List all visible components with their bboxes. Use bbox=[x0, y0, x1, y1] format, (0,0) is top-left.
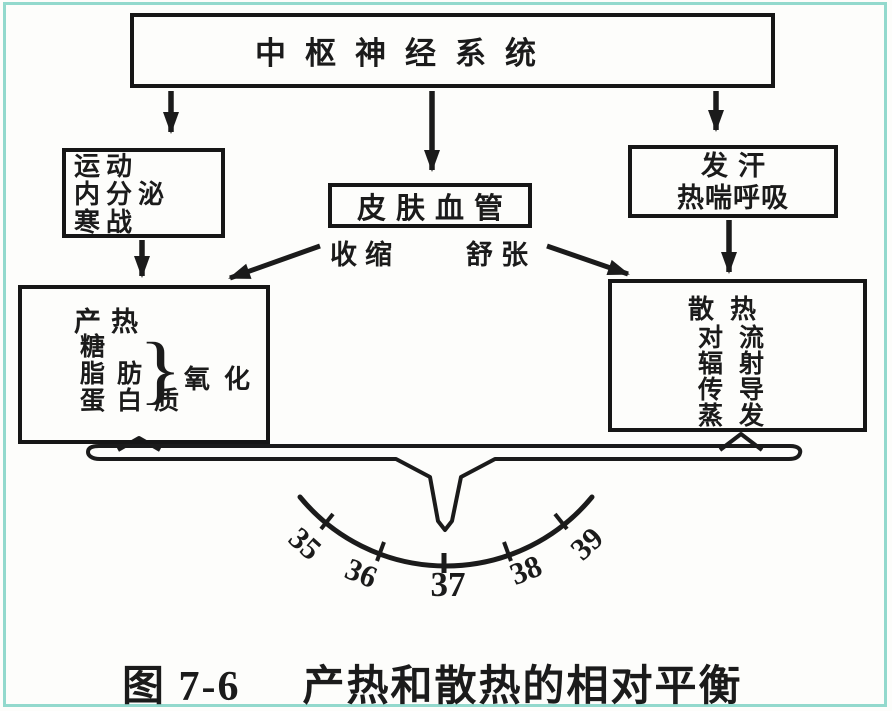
dissipation-mode-item: 传导 bbox=[698, 377, 781, 404]
scale-label-39: 39 bbox=[563, 520, 610, 567]
cns-label: 中枢神经系统 bbox=[255, 36, 555, 71]
tick-39 bbox=[553, 512, 569, 531]
dissipation-mode-item: 对流 bbox=[698, 325, 781, 352]
node-heat-dissipation: 散热 对流 辐射 传导 蒸发 bbox=[608, 279, 867, 432]
node-heat-production: 产热 糖 脂肪 蛋白质 } 氧化 bbox=[18, 285, 270, 444]
node-left-effectors: 运动 内分泌 寒战 bbox=[62, 148, 225, 238]
label-vasoconstriction: 收缩 bbox=[330, 240, 400, 270]
heat-production-title: 产热 bbox=[74, 307, 148, 337]
right-effector-line: 发汗 bbox=[701, 150, 775, 181]
balance-foot-left bbox=[117, 436, 161, 452]
oxidation-label: 氧化 bbox=[184, 365, 265, 394]
node-central-nervous-system: 中枢神经系统 bbox=[130, 13, 775, 88]
tick-38 bbox=[502, 541, 513, 562]
scale-label-37: 37 bbox=[431, 565, 466, 604]
tick-35 bbox=[319, 512, 335, 531]
dissipation-mode-item: 蒸发 bbox=[698, 403, 781, 430]
figure-caption: 图 7-6 产热和散热的相对平衡 bbox=[122, 652, 743, 711]
left-effector-line: 运动 bbox=[74, 152, 139, 181]
tick-36 bbox=[375, 541, 386, 562]
substrate-item: 脂肪 bbox=[80, 361, 155, 388]
arrow-dilate-to-heat-dissipation bbox=[546, 243, 630, 277]
arrow-constrict-to-heat-production bbox=[228, 243, 321, 281]
heat-production-substrates: 糖 脂肪 蛋白质 bbox=[80, 334, 191, 415]
balance-beam bbox=[86, 444, 803, 532]
heat-dissipation-title: 散热 bbox=[688, 295, 773, 324]
figure-caption-number: 图 7-6 bbox=[122, 664, 241, 710]
substrate-item: 蛋白质 bbox=[80, 388, 192, 415]
left-effector-line: 寒战 bbox=[74, 208, 139, 237]
left-effector-line: 内分泌 bbox=[74, 180, 171, 209]
right-effector-line: 热喘呼吸 bbox=[677, 182, 789, 213]
oxidation-brace: } bbox=[138, 328, 183, 412]
node-right-effectors: 发汗 热喘呼吸 bbox=[628, 145, 838, 218]
figure-caption-title: 产热和散热的相对平衡 bbox=[302, 664, 743, 710]
node-skin-blood-vessels: 皮肤血管 bbox=[328, 183, 532, 228]
skin-vessels-label: 皮肤血管 bbox=[356, 192, 513, 225]
scale-label-36: 36 bbox=[340, 551, 382, 595]
dissipation-mode-item: 辐射 bbox=[698, 351, 781, 378]
label-vasodilation: 舒张 bbox=[466, 240, 536, 270]
heat-dissipation-modes: 对流 辐射 传导 蒸发 bbox=[698, 326, 780, 430]
balance-foot-right bbox=[718, 432, 764, 452]
substrate-item: 糖 bbox=[80, 334, 118, 361]
